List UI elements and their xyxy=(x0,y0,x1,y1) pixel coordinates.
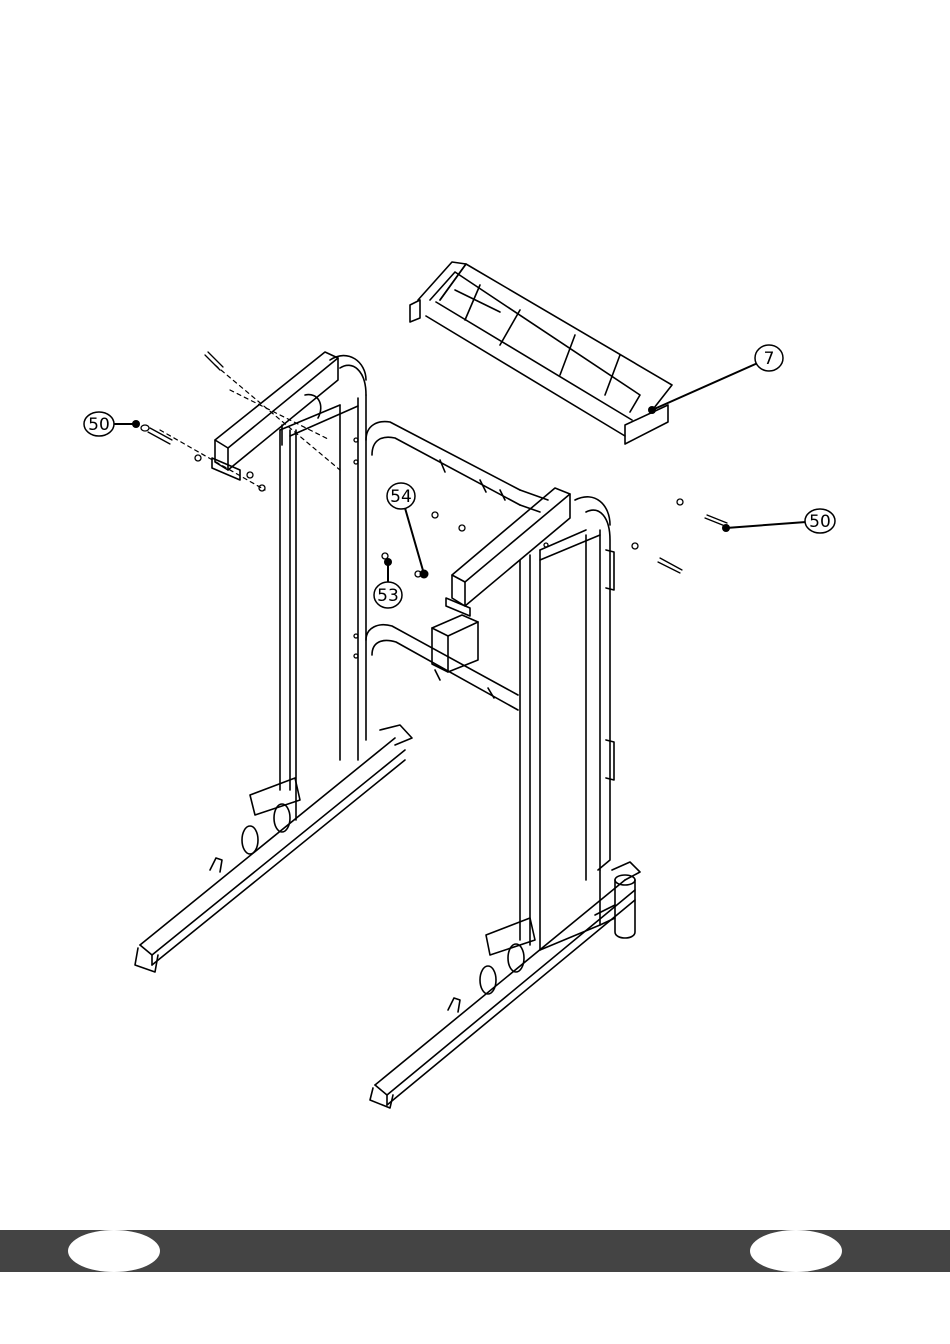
callout-54: 54 xyxy=(387,483,415,509)
callout-label: 50 xyxy=(88,415,110,435)
callout-7: 7 xyxy=(755,345,783,371)
callout-53: 53 xyxy=(374,582,402,608)
callout-label: 53 xyxy=(377,586,399,606)
bolt-guide-lines xyxy=(160,365,340,490)
pull-up-bar xyxy=(410,262,672,444)
callout-leaders xyxy=(115,362,806,582)
page-number-oval-right xyxy=(750,1230,842,1272)
back-lower-crossmember xyxy=(366,615,518,710)
callout-label: 7 xyxy=(764,349,775,369)
left-upright-frame xyxy=(212,352,366,820)
callout-50-right: 50 xyxy=(805,509,835,533)
right-upright-frame xyxy=(446,488,614,950)
callout-50-left: 50 xyxy=(84,412,114,436)
callout-label: 54 xyxy=(390,487,412,507)
callout-label: 50 xyxy=(809,512,831,532)
page-number-oval-left xyxy=(68,1230,160,1272)
left-base-frame xyxy=(135,725,412,972)
leader-dots xyxy=(132,406,730,579)
